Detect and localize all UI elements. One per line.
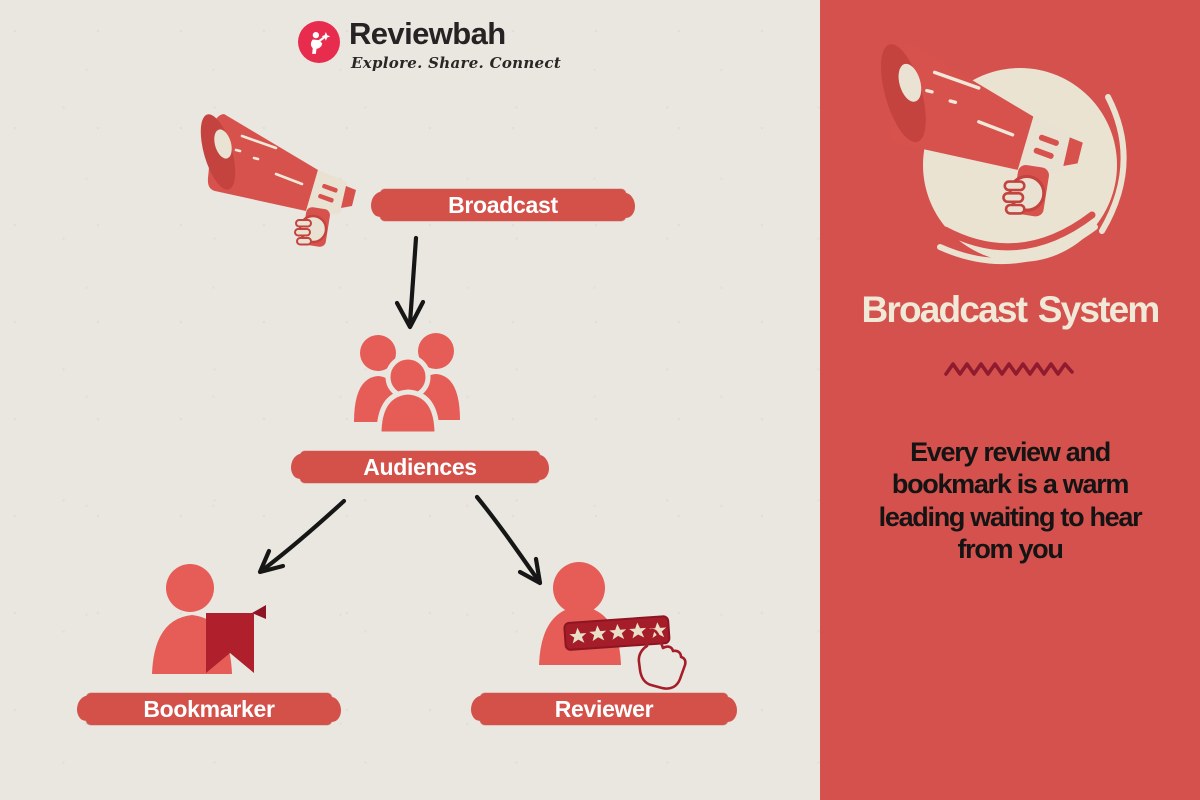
brand-text-block: Reviewbah Explore. Share. Connect — [349, 16, 562, 72]
hand-cursor-icon — [637, 628, 687, 690]
brand-tagline: Explore. Share. Connect — [351, 53, 562, 72]
bookmarker-person-icon — [152, 564, 266, 674]
logo-person-star-glyph — [310, 32, 331, 54]
broadcast-system-panel: Broadcast System Every review and bookma… — [820, 0, 1200, 800]
node-broadcast: Broadcast — [380, 189, 626, 221]
node-bookmarker-label: Bookmarker — [143, 695, 275, 722]
arrow-down-left-icon — [261, 498, 347, 572]
squiggle-divider — [944, 362, 1074, 376]
node-audiences: Audiences — [300, 451, 540, 483]
megaphone-icon — [200, 114, 356, 247]
flow-arrows — [257, 235, 543, 586]
arrow-down-right-icon — [474, 494, 541, 583]
megaphone-illustration — [881, 43, 1127, 264]
node-reviewer: Reviewer — [480, 693, 728, 725]
panel-body-text: Every review and bookmark is a warm lead… — [878, 437, 1143, 565]
five-star-rating-icon — [563, 615, 671, 651]
node-broadcast-label: Broadcast — [448, 191, 558, 218]
reviewer-person-icon — [539, 562, 687, 690]
node-bookmarker: Bookmarker — [86, 693, 332, 725]
bookmark-ribbon-icon — [206, 605, 266, 673]
arrow-down-icon — [407, 235, 419, 326]
node-audiences-label: Audiences — [363, 453, 477, 480]
brand-logo: Reviewbah Explore. Share. Connect — [298, 16, 562, 72]
brand-name: Reviewbah — [349, 16, 506, 51]
reviewbah-logo-icon — [298, 21, 340, 63]
audience-group-icon — [354, 333, 460, 437]
panel-title: Broadcast System — [861, 289, 1160, 330]
node-reviewer-label: Reviewer — [554, 695, 654, 722]
megaphone-icon — [881, 43, 1083, 217]
